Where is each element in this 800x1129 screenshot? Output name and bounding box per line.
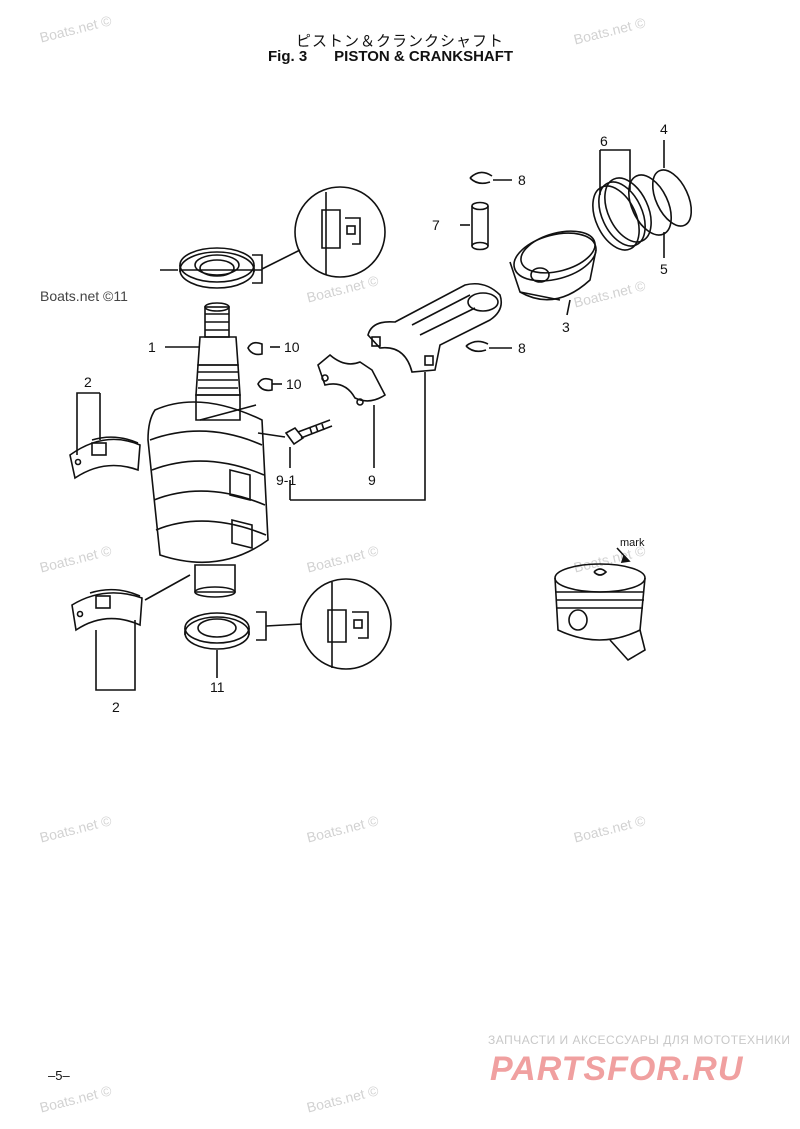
seal-detail-upper — [294, 186, 386, 278]
figure-title: PISTON & CRANKSHAFT — [334, 48, 514, 65]
seal-detail-lower — [300, 578, 392, 670]
page-number: –5– — [48, 1068, 70, 1083]
connecting-rod — [367, 282, 503, 373]
callout-10: 10 — [284, 339, 300, 355]
callout-4: 4 — [660, 121, 668, 137]
main-bearing-lower — [71, 588, 143, 632]
piston-pin-clip — [469, 171, 493, 185]
piston-mark-view — [554, 563, 646, 662]
callout-9: 9 — [368, 472, 376, 488]
callout-8: 8 — [518, 340, 526, 356]
piston-rings — [592, 169, 693, 251]
rod-bolt — [284, 419, 333, 446]
watermark-callout-11: Boats.net ©11 — [40, 288, 128, 304]
callout-2: 2 — [112, 699, 120, 715]
promo-tagline: ЗАПЧАСТИ И АКСЕССУАРЫ ДЛЯ МОТОТЕХНИКИ — [488, 1033, 791, 1047]
callout-2: 2 — [84, 374, 92, 390]
callout-8: 8 — [518, 172, 526, 188]
callout-11: 11 — [210, 679, 225, 695]
piston — [509, 230, 597, 301]
woodruff-key — [247, 341, 263, 356]
oil-seal-upper — [179, 247, 255, 289]
crankshaft — [147, 302, 269, 598]
callout-3: 3 — [562, 319, 570, 335]
page-title-japanese: ピストン＆クランクシャフト — [295, 33, 504, 50]
oil-seal-lower — [184, 612, 250, 650]
callout-6: 6 — [600, 133, 608, 149]
callout-1: 1 — [148, 339, 156, 355]
callout-9-1: 9-1 — [276, 472, 296, 488]
callout-7: 7 — [432, 217, 440, 233]
callout-10: 10 — [286, 376, 302, 392]
piston-pin-clip — [465, 340, 489, 353]
woodruff-key — [257, 377, 273, 392]
figure-label: Fig. 3 — [268, 48, 308, 65]
callout-5: 5 — [660, 261, 668, 277]
page-title: Fig. 3 PISTON & CRANKSHAFT — [268, 48, 513, 65]
callout-mark: mark — [620, 537, 645, 549]
promo-logo: PARTSFOR.RU — [490, 1050, 744, 1088]
main-bearing-upper — [69, 436, 141, 480]
connecting-rod-cap — [317, 353, 387, 406]
piston-pin — [471, 201, 489, 251]
